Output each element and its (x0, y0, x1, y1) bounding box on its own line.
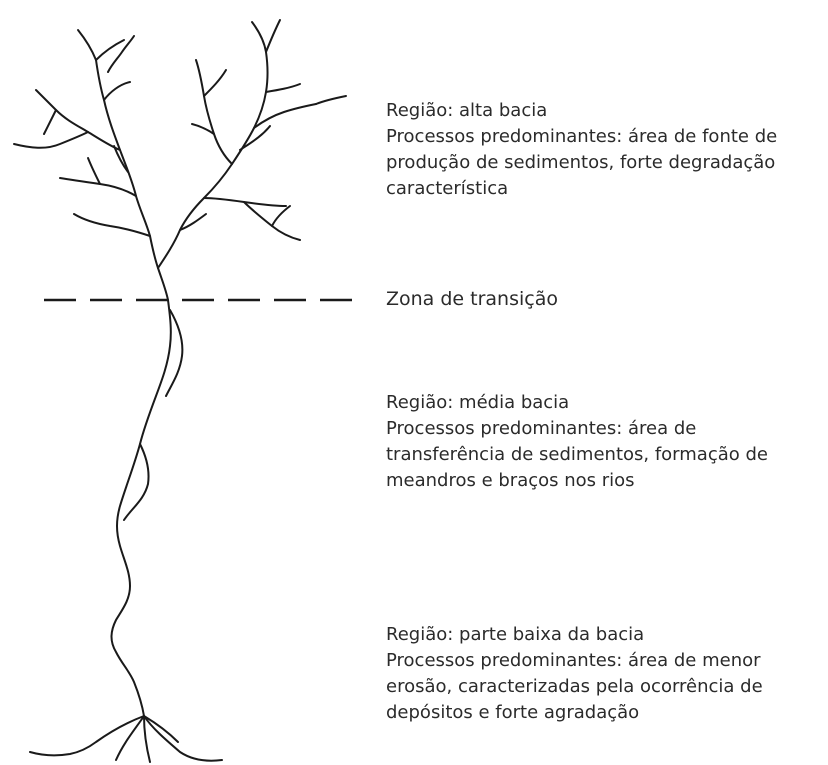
tributary (191, 123, 215, 135)
tributary (203, 69, 227, 97)
tributary (95, 39, 125, 61)
distributary (115, 715, 145, 761)
tributary (113, 145, 129, 173)
tributary (103, 81, 131, 101)
tributary (179, 213, 207, 231)
upper-processes-line: Processos predominantes: área de fonte d… (386, 126, 778, 147)
lower-processes-line: depósitos e forte agradação (386, 702, 640, 723)
tributary (43, 109, 57, 135)
middle-basin-channel (110, 299, 184, 717)
lower-processes-line: erosão, caracterizadas pela ocorrência d… (386, 676, 763, 697)
transition-zone-label: Zona de transição (386, 288, 558, 310)
middle-processes-line: transferência de sedimentos, formação de (386, 444, 768, 465)
middle-region-title: Região: média bacia (386, 392, 570, 413)
upper-basin-description: Região: alta bacia Processos predominant… (386, 98, 777, 202)
tributary (265, 83, 301, 93)
tributary (195, 59, 233, 165)
tributary (73, 213, 151, 237)
tributary (315, 95, 347, 105)
lower-processes-line: Processos predominantes: área de menor (386, 650, 761, 671)
lower-basin-description: Região: parte baixa da bacia Processos p… (386, 622, 763, 726)
upper-basin-tributaries (13, 19, 347, 301)
lower-region-title: Região: parte baixa da bacia (386, 624, 645, 645)
braid-channel (165, 309, 184, 397)
tributary (265, 19, 281, 53)
tributary (243, 201, 301, 241)
upper-region-title: Região: alta bacia (386, 100, 548, 121)
middle-processes-line: meandros e braços nos rios (386, 470, 635, 491)
tributary (87, 157, 101, 185)
distributary (143, 715, 179, 743)
upper-processes-line: produção de sedimentos, forte degradação (386, 152, 776, 173)
middle-processes-line: Processos predominantes: área de (386, 418, 697, 439)
distributary (143, 715, 223, 762)
tributary (77, 29, 97, 61)
tributary (239, 125, 271, 151)
upper-processes-line: característica (386, 178, 509, 199)
tributary (157, 21, 269, 269)
main-channel-middle (110, 299, 172, 717)
middle-basin-description: Região: média bacia Processos predominan… (386, 390, 768, 494)
tributary (13, 131, 89, 149)
tributary (253, 103, 317, 129)
distributary (143, 715, 151, 763)
lower-basin-delta (29, 715, 223, 763)
tributary (107, 35, 135, 73)
tributary (35, 89, 121, 151)
braid-channel (123, 443, 150, 521)
tributary (271, 205, 291, 227)
distributary (29, 715, 145, 757)
